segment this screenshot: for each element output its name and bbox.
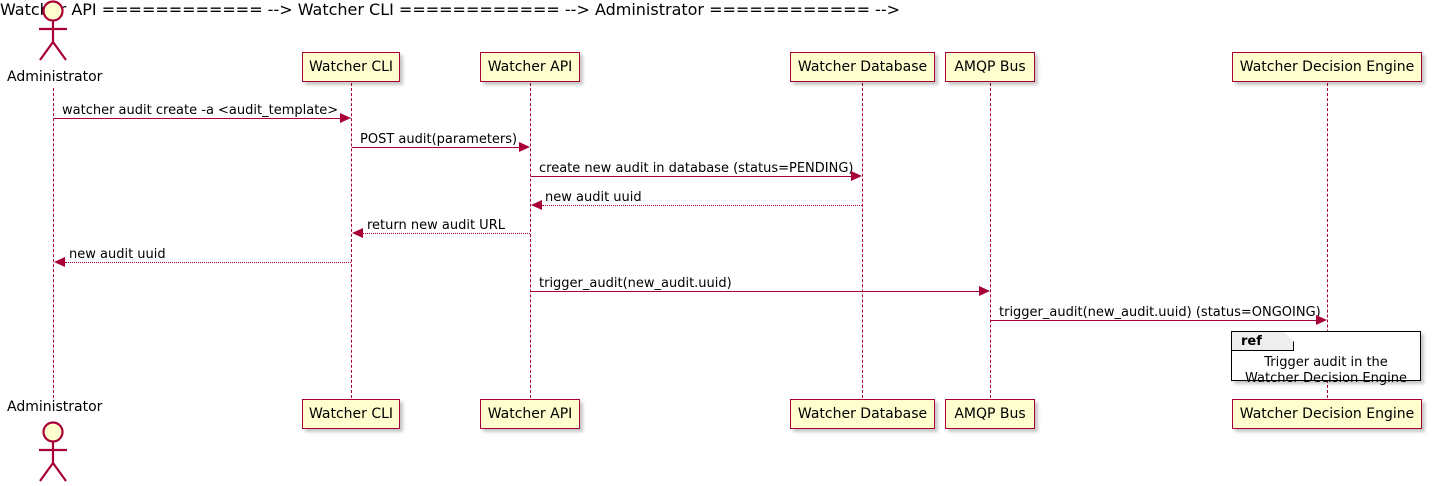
participant-label-watcher-database-top: Watcher Database bbox=[797, 59, 928, 75]
lifeline-amqp-bus bbox=[990, 83, 991, 398]
message-line-m5 bbox=[363, 233, 530, 234]
participant-label-watcher-cli-bottom: Watcher CLI bbox=[308, 406, 394, 422]
lifeline-administrator bbox=[53, 88, 54, 398]
ref-fragment-tab-label: ref bbox=[1241, 333, 1262, 349]
lifeline-watcher-decision-engine bbox=[1327, 83, 1328, 398]
message-label-m7: trigger_audit(new_audit.uuid) bbox=[539, 276, 732, 291]
message-label-m8: trigger_audit(new_audit.uuid) (status=ON… bbox=[999, 305, 1321, 320]
message-label-m6: new audit uuid bbox=[69, 247, 166, 262]
message-line-m6 bbox=[65, 262, 351, 263]
message-arrowhead-m2 bbox=[519, 142, 530, 152]
actor-figure-icon bbox=[39, 421, 67, 482]
message-label-m4: new audit uuid bbox=[545, 190, 642, 205]
participant-box-watcher-database-bottom[interactable]: Watcher Database bbox=[790, 399, 935, 429]
actor-administrator-bottom bbox=[29, 421, 77, 483]
actor-label-administrator-top: Administrator bbox=[7, 69, 103, 85]
participant-box-amqp-bus-bottom[interactable]: AMQP Bus bbox=[945, 399, 1035, 429]
message-line-m3 bbox=[531, 176, 851, 177]
message-arrowhead-m4 bbox=[531, 200, 542, 210]
participant-label-amqp-bus-bottom: AMQP Bus bbox=[954, 406, 1026, 422]
ref-fragment-body: Trigger audit in the Watcher Decision En… bbox=[1232, 355, 1420, 387]
participant-label-watcher-cli-top: Watcher CLI bbox=[308, 59, 394, 75]
message-line-m7 bbox=[531, 291, 979, 292]
ref-fragment-line-1: Trigger audit in the bbox=[1264, 355, 1388, 370]
message-line-m1 bbox=[54, 118, 340, 119]
message-arrowhead-m3 bbox=[851, 171, 862, 181]
participant-box-watcher-cli-bottom[interactable]: Watcher CLI bbox=[302, 399, 400, 429]
participant-label-amqp-bus-top: AMQP Bus bbox=[954, 59, 1026, 75]
message-label-m3: create new audit in database (status=PEN… bbox=[539, 161, 854, 176]
ref-fragment: ref Trigger audit in the Watcher Decisio… bbox=[1231, 331, 1421, 386]
participant-label-watcher-database-bottom: Watcher Database bbox=[797, 406, 928, 422]
participant-label-watcher-api-bottom: Watcher API bbox=[487, 406, 573, 422]
message-arrowhead-m8 bbox=[1316, 315, 1327, 325]
lifeline-watcher-database bbox=[862, 83, 863, 398]
message-label-m1: watcher audit create -a <audit_template> bbox=[62, 103, 339, 118]
ref-fragment-tab: ref bbox=[1232, 332, 1294, 351]
participant-box-amqp-bus-top[interactable]: AMQP Bus bbox=[945, 52, 1035, 82]
lifeline-watcher-cli bbox=[351, 83, 352, 398]
participant-box-watcher-decision-engine-top[interactable]: Watcher Decision Engine bbox=[1232, 52, 1422, 82]
participant-box-watcher-api-bottom[interactable]: Watcher API bbox=[480, 399, 580, 429]
participant-box-watcher-decision-engine-bottom[interactable]: Watcher Decision Engine bbox=[1232, 399, 1422, 429]
message-line-m4 bbox=[542, 205, 862, 206]
message-label-m5: return new audit URL bbox=[367, 218, 505, 233]
ref-fragment-line-2: Watcher Decision Engine bbox=[1245, 371, 1407, 386]
participant-box-watcher-database-top[interactable]: Watcher Database bbox=[790, 52, 935, 82]
message-arrowhead-m5 bbox=[352, 228, 363, 238]
participant-label-watcher-decision-engine-top: Watcher Decision Engine bbox=[1239, 59, 1415, 75]
participant-label-watcher-api-top: Watcher API bbox=[487, 59, 573, 75]
message-line-m2 bbox=[352, 147, 519, 148]
lifeline-watcher-api bbox=[530, 83, 531, 398]
actor-figure-icon bbox=[39, 0, 67, 61]
message-arrowhead-m1 bbox=[340, 113, 351, 123]
message-label-m2: POST audit(parameters) bbox=[360, 132, 518, 147]
message-arrowhead-m7 bbox=[979, 286, 990, 296]
message-arrowhead-m6 bbox=[54, 257, 65, 267]
actor-label-administrator-bottom: Administrator bbox=[7, 399, 103, 415]
actor-administrator-top bbox=[29, 0, 77, 62]
participant-box-watcher-api-top[interactable]: Watcher API bbox=[480, 52, 580, 82]
participant-box-watcher-cli-top[interactable]: Watcher CLI bbox=[302, 52, 400, 82]
message-line-m8 bbox=[991, 320, 1316, 321]
participant-label-watcher-decision-engine-bottom: Watcher Decision Engine bbox=[1239, 406, 1415, 422]
